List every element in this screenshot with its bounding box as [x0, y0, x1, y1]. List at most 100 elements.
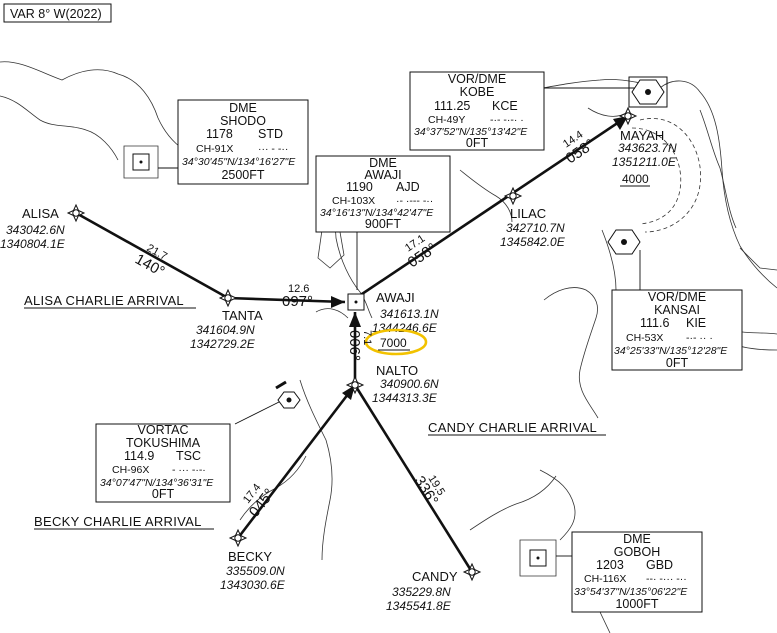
shodo-coord: 34°30'45"N/134°16'27"E — [182, 156, 296, 168]
fix-lilac-lon: 1345842.0E — [500, 235, 566, 249]
goboh-coord: 33°54'37"N/135°06'22"E — [574, 586, 688, 598]
awaji-altitude-highlight — [364, 328, 428, 356]
fix-candy-lat: 335229.8N — [392, 585, 451, 599]
fix-candy-lon: 1345541.8E — [386, 599, 452, 613]
route-nalto-awaji-arrow — [349, 312, 361, 327]
goboh-morse: --· -··· -·· — [646, 573, 687, 585]
fix-candy-symbol — [463, 563, 481, 581]
fix-mayah-alt: 4000 — [622, 172, 649, 186]
shodo-type: DME — [229, 101, 257, 115]
navaid-box-tokushima: VORTAC TOKUSHIMA 114.9 TSC CH-96X - ··· … — [95, 423, 231, 503]
fix-alisa-name: ALISA — [22, 206, 59, 221]
awaji-dme-symbol — [347, 293, 365, 311]
route-tanta-awaji — [227, 296, 346, 304]
goboh-freq: 1203 — [596, 558, 624, 572]
kobe-coord: 34°37'52"N/135°13'42"E — [414, 126, 528, 138]
kansai-vordme-symbol — [607, 229, 641, 255]
fix-becky-name: BECKY — [228, 549, 272, 564]
goboh-name: GOBOH — [614, 545, 661, 559]
tokushima-channel: CH-96X — [112, 464, 149, 476]
fix-awaji-lon: 1344246.6E — [372, 321, 438, 335]
shodo-name: SHODO — [220, 114, 266, 128]
fix-tanta-lat: 341604.9N — [196, 323, 255, 337]
fix-tanta-symbol — [219, 289, 237, 307]
routes — [75, 114, 629, 573]
holding-pattern-inner — [631, 127, 682, 225]
shodo-elev: 2500FT — [221, 168, 264, 182]
kansai-ident: KIE — [686, 316, 706, 330]
navaid-box-kobe: VOR/DME KOBE 111.25 KCE CH-49Y -·- -·-· … — [409, 71, 545, 151]
route-tanta-awaji-arrow — [331, 296, 345, 308]
fix-awaji-alt: 7000 — [380, 336, 407, 350]
fix-awaji-lat: 341613.1N — [380, 307, 439, 321]
route-awaji-mayah-arrow — [613, 116, 628, 130]
kansai-channel: CH-53X — [626, 332, 663, 344]
fix-becky-lat: 335509.0N — [226, 564, 285, 578]
shodo-dme-symbol — [132, 153, 150, 171]
kansai-elev: 0FT — [666, 356, 689, 370]
route-becky-nalto — [236, 384, 357, 539]
fix-mayah-name: MAYAH — [620, 128, 664, 143]
fix-lilac-name: LILAC — [510, 206, 546, 221]
tokushima-vortac-symbol — [275, 380, 301, 409]
fix-alisa-lat: 343042.6N — [6, 223, 65, 237]
awaji-name: AWAJI — [364, 168, 401, 182]
leg-awaji-nalto-course: 006° — [346, 330, 363, 361]
fix-lilac-lat: 342710.7N — [506, 221, 565, 235]
fix-nalto-lon: 1344313.3E — [372, 391, 438, 405]
fix-nalto-lat: 340900.6N — [380, 377, 439, 391]
leader-lines — [158, 87, 641, 557]
arrival-becky-label: BECKY CHARLIE ARRIVAL — [34, 514, 202, 529]
navaid-box-awaji: DME AWAJI 1190 AJD CH-103X ·- ·--- -·· 3… — [315, 155, 451, 233]
kobe-elev: 0FT — [466, 136, 489, 150]
kobe-morse: -·- -·-· · — [490, 114, 524, 126]
leg-tanta-awaji-course: 097° — [282, 293, 313, 310]
awaji-type: DME — [369, 156, 397, 170]
route-awaji-mayah — [355, 114, 629, 300]
shodo-channel: CH-91X — [196, 143, 233, 155]
fix-alisa-symbol — [67, 204, 85, 222]
fix-tanta-lon: 1342729.2E — [190, 337, 256, 351]
arrival-alisa-label: ALISA CHARLIE ARRIVAL — [24, 293, 184, 308]
awaji-freq: 1190 — [346, 180, 373, 194]
kansai-freq: 111.6 — [640, 316, 669, 330]
route-alisa-tanta — [75, 211, 229, 300]
leg-tanta-awaji-dist: 12.6 — [288, 283, 309, 295]
fix-becky-lon: 1343030.6E — [220, 578, 286, 592]
navaid-box-shodo: DME SHODO 1178 STD CH-91X ··· - -·· 34°3… — [177, 99, 309, 185]
tokushima-type: VORTAC — [138, 423, 189, 437]
navaid-box-goboh: DME GOBOH 1203 GBD CH-116X --· -··· -·· … — [571, 531, 703, 613]
awaji-ident: AJD — [396, 180, 420, 194]
fix-alisa-lon: 1340804.1E — [0, 237, 66, 251]
variation-box — [3, 3, 112, 23]
goboh-type: DME — [623, 532, 651, 546]
holding-pattern — [639, 118, 702, 233]
kobe-freq: 111.25 — [434, 99, 470, 113]
awaji-channel: CH-103X — [332, 195, 375, 207]
awaji-elev: 900FT — [365, 217, 401, 231]
tokushima-freq: 114.9 — [124, 449, 154, 463]
tokushima-elev: 0FT — [152, 487, 175, 501]
goboh-channel: CH-116X — [584, 573, 626, 585]
kobe-channel: CH-49Y — [428, 114, 465, 126]
route-becky-nalto-arrow — [342, 385, 355, 400]
kansai-coord: 34°25'33"N/135°12'28"E — [614, 345, 728, 357]
kobe-vordme-symbol — [628, 76, 668, 108]
shodo-morse: ··· - -·· — [258, 143, 288, 155]
goboh-elev: 1000FT — [615, 597, 658, 611]
fix-nalto-name: NALTO — [376, 363, 418, 378]
awaji-morse: ·- ·--- -·· — [396, 195, 433, 207]
kobe-name: KOBE — [460, 85, 495, 99]
goboh-dme-symbol — [529, 549, 547, 567]
kansai-type: VOR/DME — [648, 290, 706, 304]
fix-tanta-name: TANTA — [222, 308, 263, 323]
leg-awaji-nalto-dist: 7.1 — [361, 330, 373, 345]
awaji-coord: 34°16'13"N/134°42'47"E — [320, 207, 434, 219]
arrival-candy-label: CANDY CHARLIE ARRIVAL — [428, 420, 597, 435]
fix-awaji-name: AWAJI — [376, 290, 415, 305]
tokushima-coord: 34°07'47"N/134°36'31"E — [100, 477, 214, 489]
fix-candy-name: CANDY — [412, 569, 458, 584]
navaid-box-kansai: VOR/DME KANSAI 111.6 KIE CH-53X -·- ·· ·… — [611, 289, 743, 371]
kansai-morse: -·- ·· · — [686, 332, 713, 344]
